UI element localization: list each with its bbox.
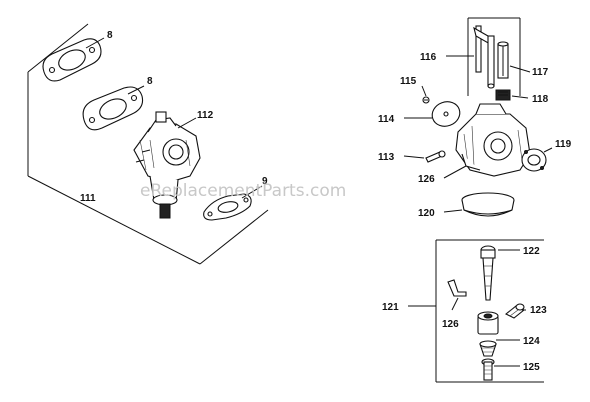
part-118-spring bbox=[495, 89, 511, 101]
callout-9: 9 bbox=[262, 176, 268, 187]
part-116-pin bbox=[473, 25, 495, 89]
callout-122: 122 bbox=[523, 246, 540, 257]
gasket-8-upper bbox=[42, 38, 102, 82]
carburetor-right bbox=[455, 103, 531, 177]
lower-kit-bracket bbox=[435, 239, 544, 383]
part-114-disc bbox=[431, 101, 461, 127]
part-115-screw bbox=[422, 96, 430, 104]
callout-114: 114 bbox=[378, 114, 395, 125]
callout-126-upper: 126 bbox=[418, 174, 435, 185]
part-124-nut bbox=[477, 311, 499, 335]
part-113-screw bbox=[425, 150, 446, 163]
callout-118: 118 bbox=[532, 94, 549, 105]
part-117-tube bbox=[497, 41, 509, 79]
callout-123: 123 bbox=[530, 305, 547, 316]
left-kit-bracket bbox=[27, 23, 269, 265]
callout-113: 113 bbox=[378, 152, 395, 163]
callout-117: 117 bbox=[532, 67, 549, 78]
callout-115: 115 bbox=[400, 76, 417, 87]
callout-120: 120 bbox=[418, 208, 435, 219]
part-119-gasket bbox=[521, 148, 547, 172]
callout-111: 111 bbox=[80, 193, 96, 204]
gasket-9 bbox=[203, 193, 252, 221]
callout-124: 124 bbox=[523, 336, 540, 347]
callout-121: 121 bbox=[382, 302, 399, 313]
gasket-8-lower bbox=[82, 86, 144, 131]
part-126-hook bbox=[447, 279, 467, 297]
part-124-seat bbox=[479, 340, 497, 357]
carburetor-112 bbox=[133, 111, 201, 219]
float-kit-bracket bbox=[467, 17, 521, 96]
callout-126-lower: 126 bbox=[442, 319, 459, 330]
part-123-fitting bbox=[504, 303, 526, 319]
part-122-jet bbox=[480, 245, 496, 301]
callout-119: 119 bbox=[555, 139, 572, 150]
callout-125: 125 bbox=[523, 362, 540, 373]
callout-116: 116 bbox=[420, 52, 437, 63]
callout-112: 112 bbox=[197, 110, 214, 121]
callout-8-upper: 8 bbox=[107, 30, 113, 41]
watermark-text: eReplacementParts.com bbox=[140, 181, 346, 201]
part-125-bolt bbox=[481, 358, 495, 381]
part-120-bowl bbox=[461, 192, 515, 217]
callout-8-lower: 8 bbox=[147, 76, 153, 87]
